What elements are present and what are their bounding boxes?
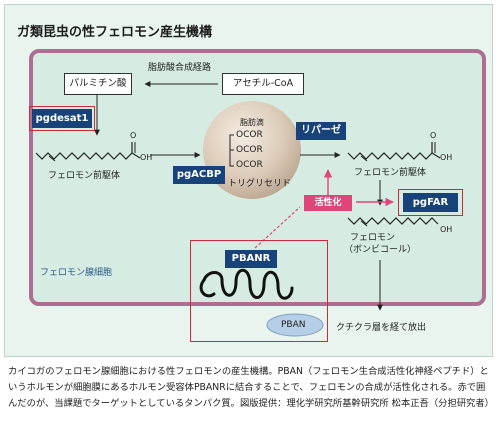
lipase-enzyme-label: リパーゼ — [296, 122, 346, 140]
precursor-left-double-bond — [48, 155, 56, 162]
pgdesat1-highlight-frame — [29, 106, 95, 131]
figure-caption: カイコガのフェロモン腺細胞における性フェロモンの産生機構。PBAN（フェロモン生… — [8, 366, 494, 409]
pgdesat1-enzyme-label: pgdesat1 — [32, 109, 92, 128]
pban-ligand-shape — [266, 313, 324, 337]
pgacbp-enzyme-label: pgACBP — [173, 166, 225, 184]
ocor-bracket — [229, 134, 234, 167]
precursor-right-double-bond — [360, 155, 368, 162]
palmitic-acid-box: パルミチン酸 — [64, 73, 132, 95]
precursor-right-oh: OH — [440, 153, 453, 162]
figure-title: ガ類昆虫の性フェロモン産生機構 — [17, 25, 213, 40]
lipid-droplet-sphere — [203, 101, 301, 199]
lipid-droplet-label: 脂肪滴 — [240, 118, 264, 127]
pheromone-label: フェロモン — [350, 233, 396, 243]
precursor-left-oh-bond — [131, 152, 141, 159]
precursor-right-oh-bond — [431, 152, 441, 159]
fatty-acid-synthesis-label: 脂肪酸合成経路 — [148, 63, 212, 73]
release-label: クチクラ層を経て放出 — [336, 323, 427, 333]
pgfar-highlight-frame — [398, 189, 463, 216]
precursor-left-oh: OH — [140, 153, 153, 162]
gland-cell-label: フェロモン腺細胞 — [40, 268, 113, 278]
bombykol-label: （ボンビコール） — [344, 245, 417, 255]
pbanr-to-activation-dashed — [254, 206, 301, 249]
triglyceride-label: トリグリセリド — [228, 179, 292, 189]
precursor-right-o: O — [430, 131, 437, 140]
pbanr-receptor-shape-2 — [199, 278, 216, 298]
activation-label: 活性化 — [304, 195, 352, 211]
pbanr-receptor-shape — [202, 268, 294, 300]
ocor-2: OCOR — [236, 145, 263, 155]
acetyl-coa-box: アセチル-CoA — [222, 73, 304, 95]
pheromone-oh: OH — [440, 225, 453, 234]
ocor-1: OCOR — [236, 130, 263, 140]
pbanr-highlight-frame — [190, 240, 328, 342]
precursor-left-chain — [35, 152, 133, 160]
precursor-left-label: フェロモン前駆体 — [48, 171, 121, 181]
pheromone-chain — [347, 217, 439, 225]
precursor-right-chain — [347, 152, 433, 160]
precursor-right-label: フェロモン前駆体 — [354, 168, 427, 178]
pheromone-double-bond — [360, 220, 368, 227]
pbanr-receptor-label: PBANR — [225, 250, 277, 268]
precursor-left-o: O — [130, 131, 137, 140]
pban-ligand-label: PBAN — [281, 320, 306, 330]
pgfar-enzyme-label: pgFAR — [403, 193, 458, 212]
ocor-3: OCOR — [236, 160, 263, 170]
